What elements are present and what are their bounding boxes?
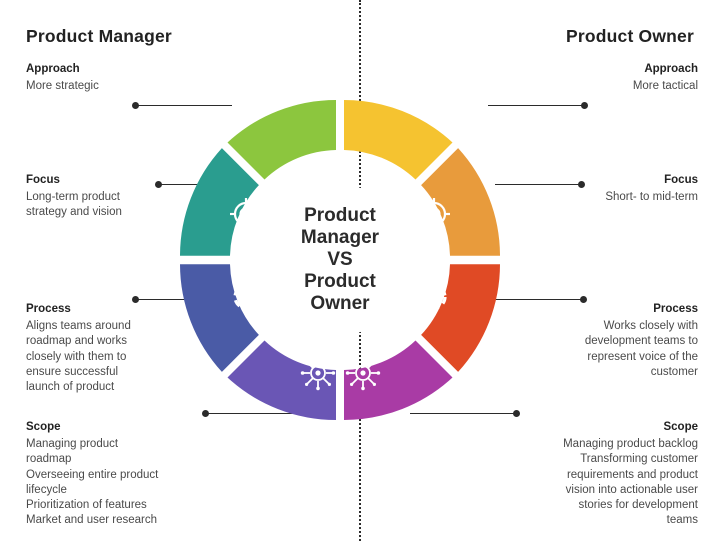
label-head-scope-right: Scope — [663, 421, 698, 433]
label-head-scope-left: Scope — [26, 421, 61, 433]
wheel-svg — [180, 100, 500, 420]
leader-line — [410, 413, 515, 414]
wedge-process-right[interactable] — [421, 264, 500, 372]
label-head-focus-left: Focus — [26, 174, 60, 186]
label-body-scope-left: Managing product roadmap Overseeing enti… — [26, 438, 159, 527]
text-block-focus-right: Focus Short- to mid-term — [605, 173, 698, 205]
label-body-process-right: Works closely with development teams to … — [584, 320, 698, 378]
label-body-focus-right: Short- to mid-term — [605, 191, 698, 204]
page-title-right: Product Owner — [565, 26, 694, 46]
label-head-process-right: Process — [653, 303, 698, 315]
text-block-scope-right: Scope Managing product backlog Transform… — [563, 420, 698, 528]
text-block-approach-left: Approach More strategic — [26, 62, 99, 94]
text-block-scope-left: Scope Managing product roadmap Overseein… — [26, 420, 158, 528]
label-body-focus-left: Long-term product strategy and vision — [26, 191, 122, 219]
wedge-scope-right[interactable] — [344, 340, 453, 421]
wheel-wedges — [180, 100, 500, 420]
label-body-process-left: Aligns teams around roadmap and works cl… — [26, 320, 131, 393]
wedge-icon-target-right — [418, 198, 450, 230]
leader-line — [495, 184, 580, 185]
text-block-focus-left: Focus Long-term product strategy and vis… — [26, 173, 122, 221]
wheel-hub: Product Manager VS Product Owner — [265, 185, 415, 335]
leader-line — [205, 413, 312, 414]
wedge-approach-right[interactable] — [344, 100, 453, 180]
label-head-focus-right: Focus — [664, 174, 698, 186]
wedge-icon-dashed-circle-left — [233, 284, 259, 310]
wedge-icon-gear-network-right — [345, 355, 381, 391]
leader-dot — [513, 409, 520, 417]
text-block-process-left: Process Aligns teams around roadmap and … — [26, 302, 131, 395]
wheel-hub-label: Product Manager VS Product Owner — [300, 204, 380, 315]
label-body-approach-left: More strategic — [26, 80, 99, 93]
leader-line — [135, 299, 232, 300]
comparison-wheel: Product Manager VS Product Owner — [170, 90, 510, 430]
wedge-scope-left[interactable] — [227, 340, 337, 421]
leader-dot — [578, 180, 585, 188]
wedge-icon-target-left — [230, 198, 262, 230]
text-block-approach-right: Approach More tactical — [633, 62, 698, 94]
leader-dot — [580, 295, 587, 303]
label-body-approach-right: More tactical — [632, 80, 698, 93]
text-block-process-right: Process Works closely with development t… — [585, 302, 698, 380]
leader-line — [488, 105, 583, 106]
wedge-icon-dashed-circle-right — [421, 284, 447, 310]
label-head-process-left: Process — [26, 303, 71, 315]
label-head-approach-left: Approach — [26, 63, 80, 75]
wedge-process-left[interactable] — [180, 264, 259, 372]
leader-dot — [581, 101, 588, 109]
wedge-icon-gear-network-left — [300, 355, 336, 391]
leader-line — [487, 299, 582, 300]
leader-line — [135, 105, 232, 106]
label-body-scope-right: Managing product backlog Transforming cu… — [563, 438, 698, 527]
label-head-approach-right: Approach — [644, 63, 698, 75]
wedge-focus-left[interactable] — [180, 148, 259, 256]
page-title-left: Product Manager — [26, 26, 172, 46]
wedge-focus-right[interactable] — [421, 148, 500, 256]
wedge-approach-left[interactable] — [227, 100, 337, 180]
